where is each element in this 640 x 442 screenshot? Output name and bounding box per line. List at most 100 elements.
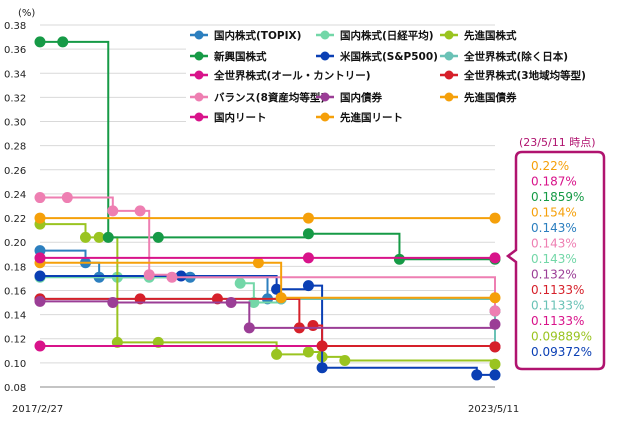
series-line [40,297,496,347]
data-point [316,362,328,374]
series-line [40,261,495,299]
data-point [134,205,146,217]
data-point [152,231,164,243]
y-tick-label: 0.08 [4,383,26,394]
y-tick-label: 0.34 [4,69,26,80]
legend-label: 全世界株式(オール・カントリー) [213,69,371,82]
data-point [34,36,46,48]
legend-label: 国内株式(TOPIX) [214,29,301,42]
series-line [40,297,496,347]
series-12 [34,212,501,224]
data-point [93,231,105,243]
legend-item: 全世界株式(除く日本) [440,50,568,63]
callout-value: 0.1133% [531,283,584,297]
y-unit-label: (%) [18,8,35,19]
data-point [302,212,314,224]
y-tick-label: 0.32 [4,93,26,104]
data-point [271,348,283,360]
y-tick-label: 0.18 [4,262,26,273]
callout-value: 0.143% [531,252,577,266]
series-11 [34,252,501,264]
data-point [34,252,46,264]
legend-swatch-dot [194,92,204,102]
callout-value: 0.143% [531,221,577,235]
data-point [471,369,483,381]
data-point [489,305,501,317]
callout-value: 0.187% [531,175,577,189]
data-point [302,252,314,264]
y-tick-label: 0.30 [4,118,26,129]
legend-swatch-dot [320,92,330,102]
legend-swatch-dot [194,51,204,61]
legend-label: 新興国株式 [214,50,267,63]
legend-item: 新興国株式 [190,50,267,63]
legend-swatch-dot [320,51,330,61]
y-tick-label: 0.10 [4,359,26,370]
callout-value: 0.1859% [531,190,584,204]
data-point [102,231,114,243]
series-layer [34,36,501,381]
legend-label: 国内リート [214,111,267,124]
legend-label: 米国株式(S&P500) [339,50,438,63]
y-tick-label: 0.20 [4,238,26,249]
legend-swatch-dot [444,92,454,102]
data-point [339,354,351,366]
legend-item: 全世界株式(オール・カントリー) [190,69,371,82]
data-point [252,257,264,269]
data-point [489,369,501,381]
data-point [34,340,46,352]
legend-background [186,26,616,126]
data-point [489,292,501,304]
y-tick-label: 0.16 [4,286,26,297]
legend-item: 先進国リート [316,111,403,124]
legend-item: 全世界株式(3地域均等型) [440,69,586,82]
data-point [34,192,46,204]
data-point [166,271,178,283]
data-point [234,277,246,289]
data-point [107,297,119,309]
series-line [40,196,496,311]
data-point [271,283,283,295]
legend-swatch-dot [444,70,454,80]
legend-swatch-dot [444,51,454,61]
callout-value: 0.09372% [531,345,592,359]
legend-item: 米国株式(S&P500) [316,50,438,63]
y-tick-label: 0.24 [4,190,26,201]
legend-swatch-dot [320,30,330,40]
data-point [302,346,314,358]
series-9 [34,295,501,334]
data-point [34,270,46,282]
data-point [80,231,91,243]
legend-swatch-dot [194,70,204,80]
legend-item: 国内株式(日経平均) [316,29,434,42]
data-point [107,205,119,217]
legend-label: バランス(8資産均等型) [214,91,325,104]
y-tick-label: 0.14 [4,311,26,322]
data-point [316,340,328,352]
data-point [302,228,314,240]
callout-value: 0.143% [531,237,577,251]
callout-value: 0.1133% [531,299,584,313]
callout-title: (23/5/11 時点) [519,136,595,149]
legend-swatch-dot [194,112,204,122]
legend-label: 全世界株式(除く日本) [463,50,568,63]
data-point [34,212,46,224]
y-tick-label: 0.36 [4,45,26,56]
series-4 [34,270,501,381]
data-point [489,341,501,353]
series-0 [34,245,501,317]
legend-item: 国内リート [190,111,267,124]
legend-swatch-dot [194,30,204,40]
x-start-label: 2017/2/27 [12,404,63,415]
y-tick-label: 0.28 [4,142,26,153]
data-point [243,322,255,334]
data-point [307,319,319,331]
data-point [143,269,155,281]
legend-label: 全世界株式(3地域均等型) [463,69,586,82]
legend-label: 先進国株式 [464,29,517,42]
y-tick-label: 0.26 [4,166,26,177]
data-point [34,295,46,307]
data-point [302,280,314,292]
data-point [175,270,187,282]
